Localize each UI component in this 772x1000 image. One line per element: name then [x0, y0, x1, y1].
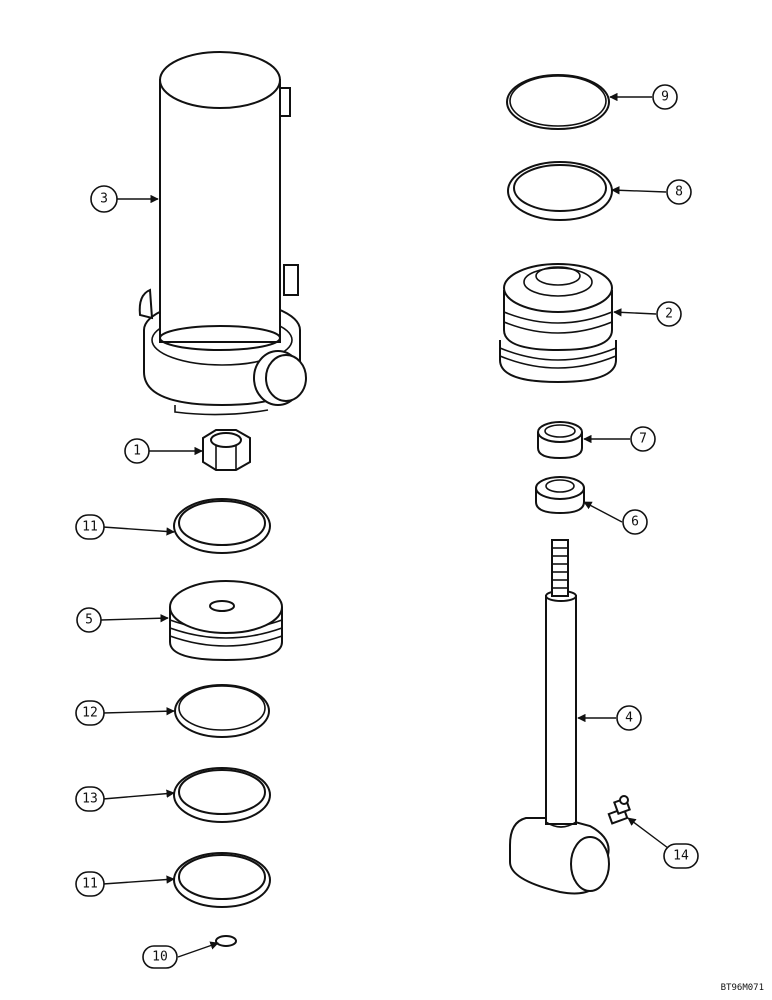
bushing	[535, 476, 585, 515]
callout-3: 3	[90, 185, 118, 213]
callout-11-lower: 11	[75, 871, 105, 897]
small-o-ring	[215, 935, 237, 947]
hex-nut	[202, 429, 251, 471]
callout-7-label: 7	[639, 432, 647, 447]
grease-fitting	[607, 795, 631, 825]
callout-11-lower-label: 11	[82, 877, 98, 892]
seal-ring-12	[174, 684, 270, 738]
callout-14: 14	[663, 843, 699, 869]
piston	[169, 580, 283, 662]
callout-9: 9	[652, 84, 678, 110]
callout-12: 12	[75, 700, 105, 726]
callout-2: 2	[656, 301, 682, 327]
callout-14-label: 14	[673, 849, 689, 864]
callout-12-label: 12	[82, 706, 98, 721]
wiper-seal	[537, 421, 583, 460]
callout-8-label: 8	[675, 185, 683, 200]
gland	[499, 263, 617, 384]
callout-11-upper: 11	[75, 514, 105, 540]
cylinder-barrel	[138, 51, 307, 416]
callout-6: 6	[622, 509, 648, 535]
callout-4: 4	[616, 705, 642, 731]
barrel-side-lug	[283, 264, 299, 296]
callout-11-upper-label: 11	[82, 520, 98, 535]
callout-5: 5	[76, 607, 102, 633]
callout-8: 8	[666, 179, 692, 205]
backup-ring-8	[507, 161, 613, 221]
seal-ring-13	[173, 767, 271, 823]
callout-13: 13	[75, 786, 105, 812]
piston-rod	[509, 539, 610, 895]
callout-13-label: 13	[82, 792, 98, 807]
callout-1-label: 1	[133, 444, 141, 459]
o-ring-9	[506, 74, 610, 130]
leader-lines	[100, 92, 669, 958]
callout-6-label: 6	[631, 515, 639, 530]
drawing-code: BT96M071	[721, 983, 764, 993]
callout-9-label: 9	[661, 90, 669, 105]
seal-ring-lower	[173, 852, 271, 908]
callout-3-label: 3	[100, 192, 108, 207]
callout-10-label: 10	[152, 950, 168, 965]
seal-ring-upper	[173, 498, 271, 554]
callout-5-label: 5	[85, 613, 93, 628]
callout-10: 10	[142, 945, 178, 969]
callout-7: 7	[630, 426, 656, 452]
callout-1: 1	[124, 438, 150, 464]
callout-2-label: 2	[665, 307, 673, 322]
callout-4-label: 4	[625, 711, 633, 726]
